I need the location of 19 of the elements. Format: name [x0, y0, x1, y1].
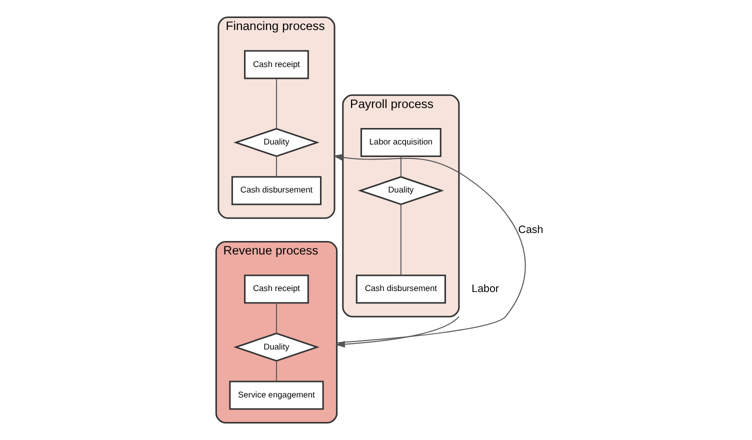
node-diamond: Duality	[357, 176, 444, 206]
connector	[275, 156, 276, 178]
node-box: Service engagement	[228, 380, 324, 410]
node-box: Cash receipt	[244, 274, 308, 304]
node-box: Labor acquisition	[360, 128, 441, 157]
node-box: Cash disbursement	[230, 176, 322, 206]
node-box: Cash disbursement	[355, 274, 446, 304]
edge-label: Cash	[518, 224, 543, 236]
connector	[275, 302, 276, 334]
connector	[400, 156, 401, 178]
connector	[275, 78, 276, 130]
node-diamond: Duality	[232, 332, 320, 362]
arrow	[334, 316, 459, 348]
connector	[400, 204, 401, 276]
edge-label: Labor	[471, 282, 498, 295]
connector	[275, 360, 276, 382]
node-diamond: Duality	[232, 128, 320, 158]
node-box: Cash receipt	[244, 50, 308, 80]
arrow	[332, 154, 526, 344]
